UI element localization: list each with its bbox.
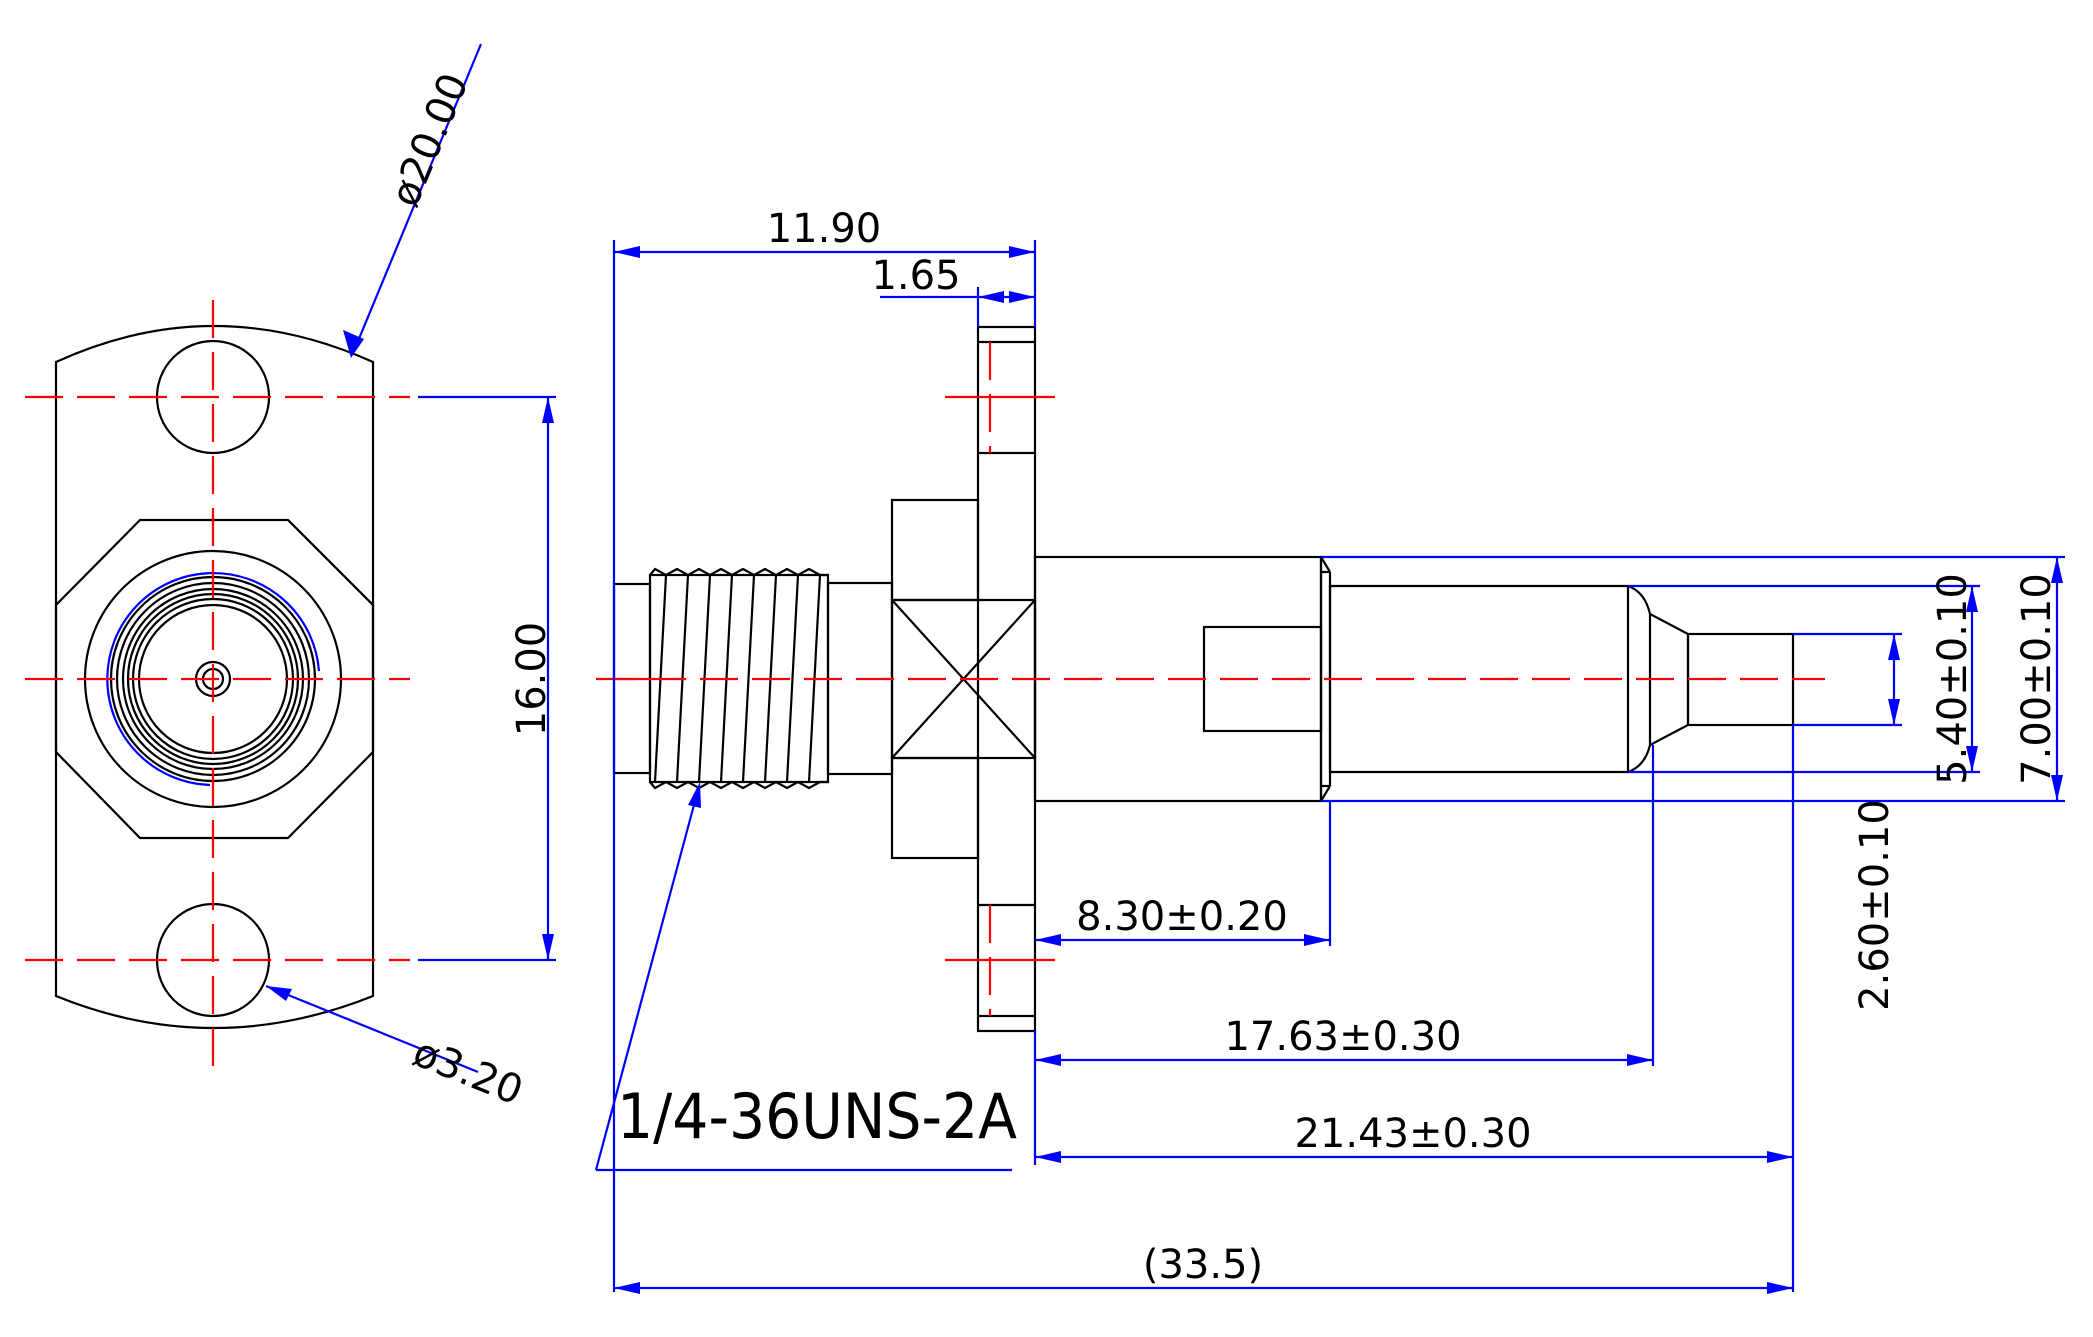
- dia-flange-arrow: [343, 330, 364, 358]
- dim-540-arrow-top: [1966, 586, 1978, 612]
- dia-hole-label: ø3.20: [407, 1029, 530, 1114]
- dim-165-label: 1.65: [871, 253, 960, 299]
- dim-830-arrow-left: [1035, 934, 1061, 946]
- dim-1190-label: 11.90: [767, 206, 882, 252]
- dim-2143-arrow-right: [1767, 1151, 1793, 1163]
- dim-700-arrow-bottom: [2051, 775, 2063, 801]
- dim-overall-arrow-left: [614, 1282, 640, 1294]
- hex-nut-bottom: [890, 756, 980, 860]
- thread-leader: [594, 789, 700, 1171]
- dim-165-arrow-right: [1009, 291, 1035, 303]
- dia-flange-leader: [354, 43, 483, 347]
- thread-teeth-top: [649, 567, 828, 577]
- dim-2143-arrow-left: [1035, 1151, 1061, 1163]
- hex-nut-top: [890, 498, 980, 602]
- hole-spacing-arrow-bottom: [542, 934, 554, 960]
- thread-teeth-bottom: [649, 780, 828, 790]
- hole-spacing-arrow-top: [542, 397, 554, 423]
- dim-260-arrow-top: [1888, 634, 1900, 660]
- dim-overall-label: (33.5): [1143, 1242, 1263, 1288]
- side-dimensions: 11.90 1.65 8.30±0.20 17.63±0.30 21.43±0.…: [594, 206, 2065, 1294]
- dim-1190-arrow-right: [1009, 246, 1035, 258]
- front-body-outline: [54, 518, 375, 840]
- dim-700-arrow-top: [2051, 557, 2063, 583]
- thread-callout-label: 1/4-36UNS-2A: [617, 1080, 1017, 1153]
- dia-flange-label: ø20.00: [382, 67, 478, 213]
- dim-700-label: 7.00±0.10: [2014, 573, 2060, 785]
- dim-830-arrow-right: [1304, 934, 1330, 946]
- dim-540-label: 5.40±0.10: [1930, 573, 1976, 785]
- dim-260-arrow-bottom: [1888, 699, 1900, 725]
- side-view: [596, 325, 1825, 1033]
- dim-540-arrow-bottom: [1966, 746, 1978, 772]
- rear-body-step-line: [1320, 556, 1331, 573]
- hole-spacing-label: 16.00: [509, 622, 555, 737]
- thread-leader-arrow: [688, 782, 701, 808]
- front-flange-outline: [54, 324, 375, 1030]
- dim-260-label: 2.60±0.10: [1852, 799, 1898, 1011]
- dim-overall-arrow-right: [1767, 1282, 1793, 1294]
- thread-arc: [106, 572, 321, 787]
- rear-body-step-line-2: [1320, 785, 1331, 802]
- dim-1763-arrow-right: [1627, 1054, 1653, 1066]
- dia-hole-leader: [265, 984, 479, 1074]
- dim-1190-arrow-left: [614, 246, 640, 258]
- dim-830-label: 8.30±0.20: [1076, 894, 1288, 940]
- dim-1763-arrow-left: [1035, 1054, 1061, 1066]
- front-view: ø20.00 16.00 ø3.20: [25, 43, 556, 1115]
- dim-165-arrow-left: [978, 291, 1004, 303]
- dim-1763-label: 17.63±0.30: [1224, 1014, 1461, 1060]
- dim-2143-label: 21.43±0.30: [1294, 1111, 1531, 1157]
- dia-hole-arrow: [266, 986, 292, 1001]
